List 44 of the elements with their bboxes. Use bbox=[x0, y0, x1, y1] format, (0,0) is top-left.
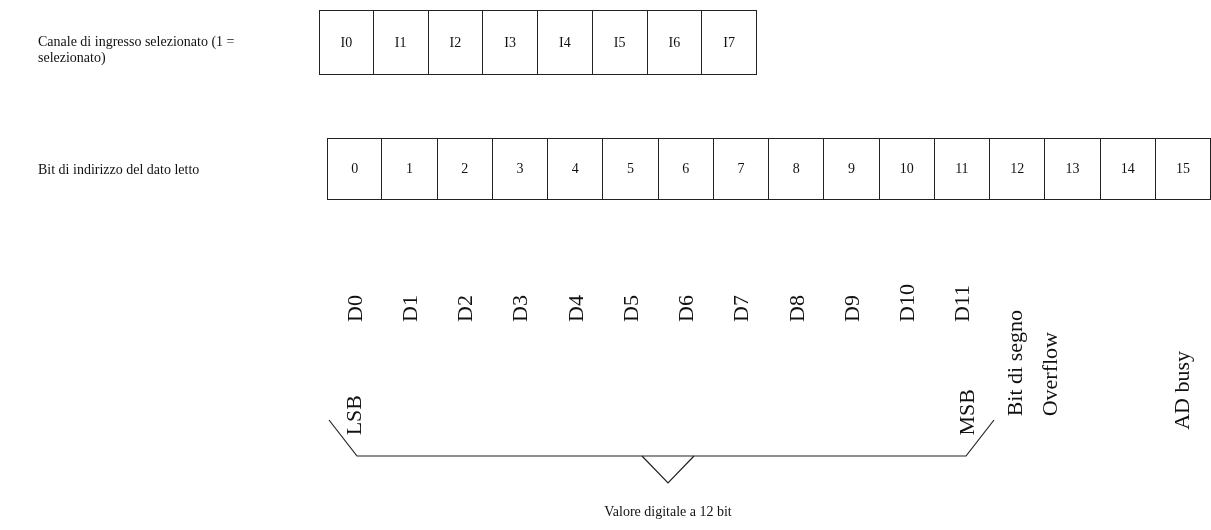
bit-cell: 14 bbox=[1099, 138, 1156, 200]
bit-name: D11 bbox=[950, 284, 975, 322]
bit-cell: 7 bbox=[712, 138, 769, 200]
bit-name: Overflow bbox=[1038, 331, 1062, 416]
bit-cell: 4 bbox=[547, 138, 604, 200]
bit-cell: 1 bbox=[381, 138, 438, 200]
bit-cell: 11 bbox=[933, 138, 990, 200]
bit-name: D6 bbox=[674, 295, 699, 322]
bit-cell: 8 bbox=[768, 138, 825, 200]
bit-name: D3 bbox=[508, 295, 533, 322]
bit-cell: 5 bbox=[602, 138, 659, 200]
bit-cell: I0 bbox=[319, 10, 374, 75]
bit-cell: I6 bbox=[646, 10, 703, 75]
bit-name: Bit di segno bbox=[1003, 309, 1027, 416]
bit-name: D8 bbox=[784, 295, 809, 322]
bit-cell: I2 bbox=[427, 10, 484, 75]
bit-cell: 9 bbox=[823, 138, 880, 200]
bit-cell: 12 bbox=[989, 138, 1046, 200]
bit-name: D4 bbox=[563, 295, 588, 322]
bit-cell: I3 bbox=[482, 10, 538, 75]
bit-cell: 0 bbox=[327, 138, 383, 200]
bit-cell: I1 bbox=[372, 10, 429, 75]
bit-cell: 3 bbox=[491, 138, 548, 200]
bit-name: AD busy bbox=[1170, 351, 1194, 430]
register-caption: Canale di ingresso selezionato (1 = selezionato) bbox=[38, 34, 236, 66]
bit-cell: 13 bbox=[1044, 138, 1101, 200]
bit-name: D2 bbox=[453, 295, 478, 322]
bit-cell: 6 bbox=[657, 138, 714, 200]
bit-cell: 15 bbox=[1154, 138, 1211, 200]
bit-order-label: MSB bbox=[955, 388, 979, 435]
register-caption: Bit di indirizzo del dato letto bbox=[38, 162, 201, 178]
bit-name: D1 bbox=[397, 295, 422, 322]
bit-name: D9 bbox=[839, 295, 864, 322]
bit-order-label: LSB bbox=[342, 394, 366, 435]
bit-cell: I4 bbox=[537, 10, 593, 75]
bit-name: D10 bbox=[895, 284, 920, 322]
bit-name: D0 bbox=[342, 295, 367, 322]
bit-cell: 2 bbox=[436, 138, 493, 200]
bit-cell: I5 bbox=[591, 10, 648, 75]
bit-cell: I7 bbox=[701, 10, 757, 75]
bit-name: D7 bbox=[729, 295, 754, 322]
bit-name: D5 bbox=[618, 295, 643, 322]
bracket-caption: Valore digitale a 12 bit bbox=[603, 504, 733, 520]
bit-cell: 10 bbox=[878, 138, 935, 200]
